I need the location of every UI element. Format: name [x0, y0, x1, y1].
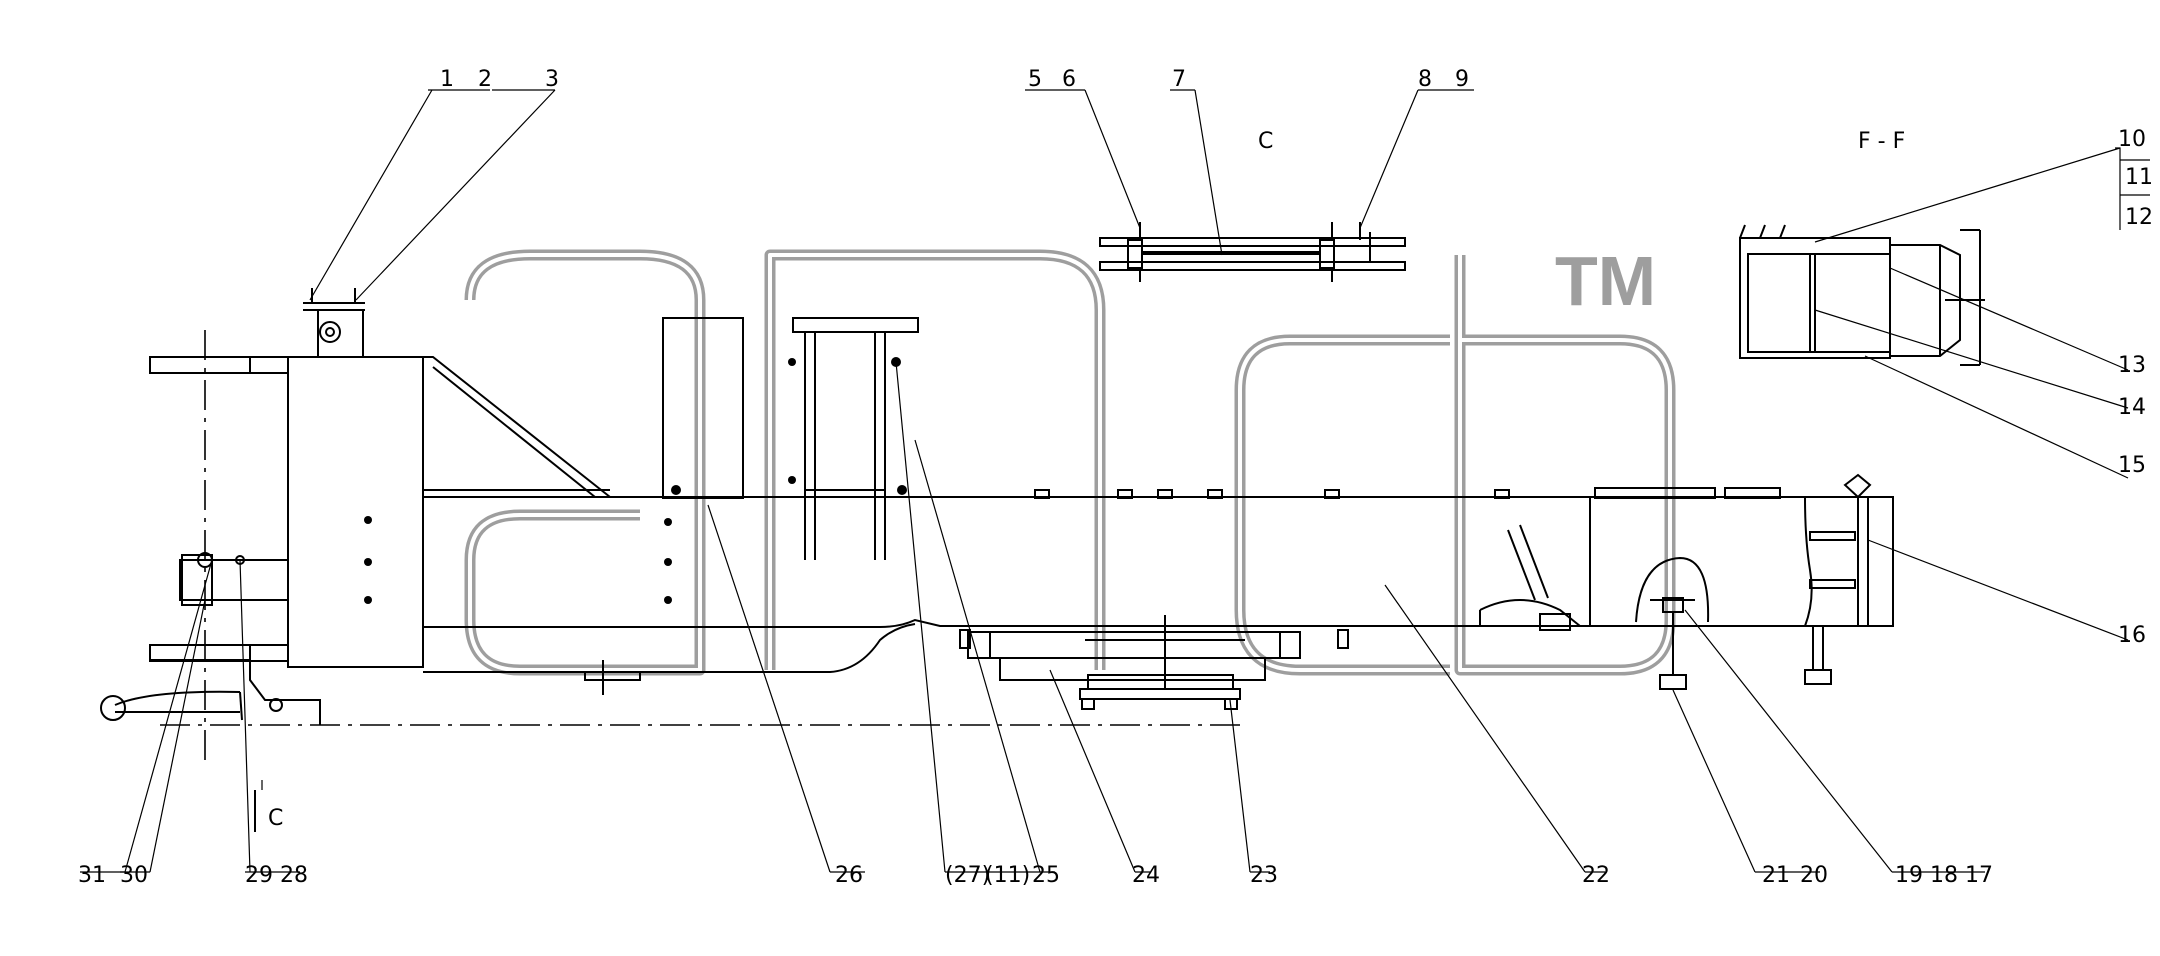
vertical-bolts — [1659, 597, 1832, 690]
callout-8: 8 — [1418, 67, 1432, 92]
callout-10: 10 — [2118, 127, 2146, 152]
callout-numbers: 1 2 3 5 6 7 8 9 10 11 12 13 14 15 16 31 … — [78, 67, 2153, 888]
watermark-logo: TM — [464, 242, 1676, 676]
section-cut-marker: C — [254, 780, 283, 832]
section-c-view — [1099, 222, 1406, 282]
callout-21: 21 — [1762, 863, 1790, 888]
callout-12: 12 — [2125, 205, 2153, 230]
callout-15: 15 — [2118, 453, 2146, 478]
callout-30: 30 — [120, 863, 148, 888]
callout-16: 16 — [2118, 623, 2146, 648]
cut-mark-label: C — [268, 806, 283, 831]
callout-7: 7 — [1172, 67, 1186, 92]
leader-lines — [80, 89, 2150, 873]
callout-27: (27) — [945, 863, 990, 888]
left-hinge — [100, 552, 321, 725]
callout-14: 14 — [2118, 395, 2146, 420]
callout-11: 11 — [2125, 165, 2153, 190]
bolt-holes — [364, 357, 907, 604]
callout-31: 31 — [78, 863, 106, 888]
callout-20: 20 — [1800, 863, 1828, 888]
callout-6: 6 — [1062, 67, 1076, 92]
section-ff-title: F - F — [1858, 129, 1905, 154]
callout-18: 18 — [1930, 863, 1958, 888]
callout-23: 23 — [1250, 863, 1278, 888]
rail-clips — [1034, 487, 1781, 499]
callout-1: 1 — [440, 67, 454, 92]
callout-25: 25 — [1032, 863, 1060, 888]
callout-17: 17 — [1965, 863, 1993, 888]
top-clamp — [303, 288, 365, 358]
slider-assembly — [959, 615, 1349, 710]
callout-28: 28 — [280, 863, 308, 888]
callout-22: 22 — [1582, 863, 1610, 888]
callout-2: 2 — [478, 67, 492, 92]
callout-11b: (11) — [985, 863, 1030, 888]
main-frame — [100, 288, 1894, 760]
watermark-trademark: TM — [1555, 242, 1656, 320]
callout-3: 3 — [545, 67, 559, 92]
section-ff-view — [1739, 224, 1985, 366]
view-titles: C F - F — [1258, 129, 1905, 154]
callout-9: 9 — [1455, 67, 1469, 92]
callout-13: 13 — [2118, 353, 2146, 378]
section-c-title: C — [1258, 129, 1273, 154]
callout-5: 5 — [1028, 67, 1042, 92]
callout-24: 24 — [1132, 863, 1160, 888]
callout-19: 19 — [1895, 863, 1923, 888]
callout-29: 29 — [245, 863, 273, 888]
callout-26: 26 — [835, 863, 863, 888]
